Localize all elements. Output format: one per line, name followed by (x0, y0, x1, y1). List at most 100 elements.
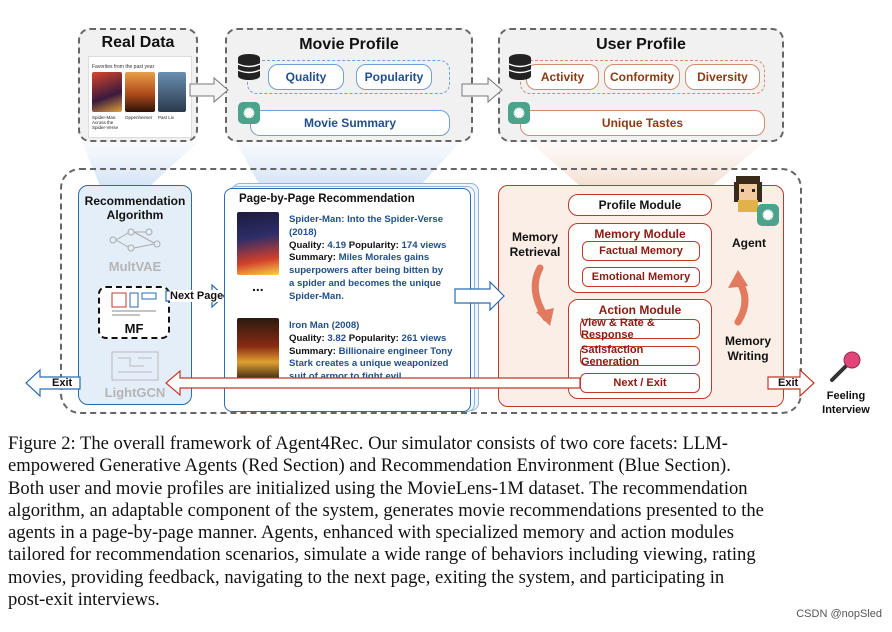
agent-label: Agent (732, 236, 766, 250)
rec-item-1-stats: Quality: 4.19 Popularity: 174 views (289, 240, 465, 253)
rec-item-2-title-1: Iron Man (2008) (289, 320, 360, 331)
satisfaction-generation: Satisfaction Generation (580, 344, 700, 368)
spider-verse-poster (92, 72, 122, 112)
summary-label: Summary: (289, 345, 336, 357)
popularity-label: Popularity: (348, 239, 399, 251)
popularity-label: Popularity: (348, 332, 399, 344)
rec-item-1-summary: Summary: Miles Morales gains (289, 252, 465, 265)
model-multvae: MultVAE (108, 259, 162, 274)
factual-memory: Factual Memory (582, 241, 700, 261)
summary-line: Miles Morales gains (338, 252, 430, 264)
openai-icon: ✺ (508, 102, 530, 124)
funnel-user (530, 142, 765, 186)
agent-avatar-icon (734, 176, 762, 212)
openai-icon: ✺ (757, 204, 779, 226)
exit-right-arrow (767, 368, 815, 398)
lightgcn-icon (111, 351, 159, 381)
agent-avatar (730, 174, 766, 212)
summary-line: superpowers after being bitten by (289, 265, 444, 277)
oppenheimer-poster (125, 72, 155, 112)
user-profile-title: User Profile (596, 36, 686, 53)
movie-summary-box: Movie Summary (250, 110, 450, 136)
microphone-icon (830, 351, 861, 382)
view-rate-response: View & Rate & Response (580, 317, 700, 341)
main-flow-graphics (25, 264, 815, 398)
real-data-movie-1: Spider-Man: Across the Spider-Verse (92, 115, 119, 130)
real-data-movie-3: Past Liv (158, 115, 175, 120)
real-data-card: Favorites from the past year Spider-Man:… (88, 56, 192, 138)
caption-line: agents in a page-by-page manner. Agents,… (8, 522, 734, 544)
memory-retrieval-label-1: Memory (511, 230, 558, 244)
memory-writing-label-1: Memory (724, 334, 771, 348)
rec-algorithm-title-2: Algorithm (106, 208, 164, 222)
next-exit: Next / Exit (580, 373, 700, 393)
caption-line: post-exit interviews. (8, 589, 160, 611)
summary-line: Spider-Man. (289, 290, 344, 302)
real-data-movie-2: Oppenheimer (125, 115, 153, 120)
popularity-value: 174 views (401, 239, 447, 251)
database-icon (237, 54, 261, 80)
caption-line: empowered Generative Agents (Red Section… (8, 455, 731, 477)
model-lightgcn: LightGCN (104, 385, 166, 400)
popularity-value: 261 views (401, 332, 447, 344)
profile-module: Profile Module (568, 194, 712, 216)
exit-left-label: Exit (52, 377, 73, 389)
quality-label: Quality: (289, 332, 325, 344)
openai-icon: ✺ (238, 102, 260, 124)
popularity-tag: Popularity (356, 64, 432, 90)
rec-item-2: Iron Man (2008) Quality: 3.82 Popularity… (289, 320, 465, 384)
caption-line: tailored for recommendation scenarios, s… (8, 544, 756, 566)
quality-label: Quality: (289, 239, 325, 251)
action-module-title: Action Module (598, 303, 682, 317)
iron-man-poster (237, 318, 279, 381)
quality-value: 4.19 (327, 239, 347, 251)
rec-item-2-stats: Quality: 3.82 Popularity: 261 views (289, 333, 465, 346)
feeling-label-1: Feeling (826, 390, 866, 402)
exit-left-arrow (25, 368, 81, 398)
quality-tag: Quality (268, 64, 344, 90)
model-mf: MF (124, 321, 144, 336)
rec-algorithm-title-1: Recommendation (84, 194, 186, 208)
funnel-movie (236, 142, 460, 186)
emotional-memory: Emotional Memory (582, 267, 700, 287)
summary-line: suit of armor to fight evil. (289, 371, 405, 383)
real-data-title: Real Data (101, 34, 175, 51)
exit-right-label: Exit (778, 377, 799, 389)
caption-line: Both user and movie profiles are initial… (8, 477, 748, 499)
arrow-movie-to-user (461, 76, 503, 104)
real-data-subtitle: Favorites from the past year (92, 64, 155, 70)
arrow-real-to-movie (189, 76, 229, 104)
rec-item-1: Spider-Man: Into the Spider-Verse (2018)… (289, 214, 465, 304)
rec-item-1-title-2: (2018) (289, 226, 317, 238)
page-to-agent-arrow (454, 280, 505, 312)
movie-profile-title: Movie Profile (299, 36, 399, 53)
unique-tastes-box: Unique Tastes (520, 110, 765, 136)
caption-line: Figure 2: The overall framework of Agent… (8, 433, 728, 454)
database-icon (508, 54, 532, 80)
memory-module-title: Memory Module (594, 227, 686, 241)
watermark: CSDN @nopSled (796, 608, 882, 620)
multvae-icon (109, 228, 161, 252)
summary-line: a spider and becomes the unique (289, 277, 441, 289)
main-frame (60, 168, 802, 414)
memory-writing-label-2: Writing (727, 349, 769, 363)
rec-item-1-title-1: Spider-Man: Into the Spider-Verse (289, 214, 444, 225)
diversity-tag: Diversity (685, 64, 760, 90)
spider-verse-poster (237, 212, 279, 275)
mf-box[interactable] (98, 286, 170, 339)
quality-value: 3.82 (327, 332, 347, 344)
ellipsis: ... (252, 278, 264, 294)
memory-retrieval-label-2: Retrieval (509, 245, 561, 259)
figure-caption: Figure 2: The overall framework of Agent… (8, 433, 880, 611)
summary-line: Billionaire engineer Tony (338, 345, 453, 357)
activity-tag: Activity (526, 64, 599, 90)
past-lives-poster (158, 72, 186, 112)
feeling-label-2: Interview (822, 404, 870, 416)
real-data-panel: Real Data Favorites from the past year S… (78, 28, 198, 142)
feedback-arrow (165, 369, 581, 397)
summary-line: Stark creates a unique weaponized (289, 358, 449, 370)
rec-item-2-summary: Summary: Billionaire engineer Tony (289, 346, 465, 359)
mf-matrix-icon (111, 292, 157, 316)
next-page-label: Next Page (170, 290, 224, 302)
page-rec-title: Page-by-Page Recommendation (239, 193, 415, 205)
